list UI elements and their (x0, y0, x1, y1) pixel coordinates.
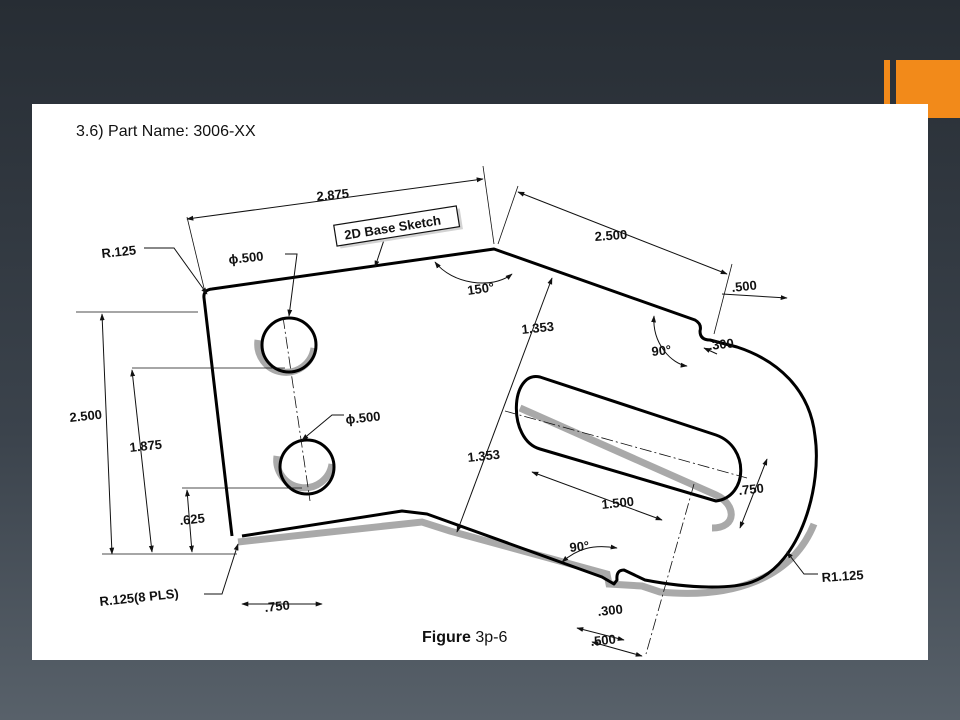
dim-top-length: 2.875 (316, 186, 350, 204)
dim-radius-top-left: R.125 (101, 242, 137, 261)
dim-line-slot-length (531, 471, 663, 521)
dim-hole-offset-x: .750 (264, 597, 291, 615)
dim-offset-upper: 1.353 (521, 319, 555, 337)
ext-line-slope-start (497, 185, 519, 245)
slot (514, 375, 743, 503)
accent-bar-thin (884, 60, 890, 118)
dim-bottom-hole-height: .625 (179, 510, 206, 528)
angle-arc-90-bottom (561, 544, 618, 563)
dim-line-top-length (186, 177, 484, 221)
figure-caption: Figure 3p-6 (422, 629, 507, 646)
figure-caption-number: 3p-6 (471, 629, 508, 646)
leader-hole-top (285, 253, 298, 317)
dim-angle-90-top: 90° (651, 342, 672, 359)
dim-line-bottom-hole-height (185, 489, 194, 553)
hole-bottom-shadow (273, 455, 336, 492)
dim-slot-length: 1.500 (601, 494, 635, 512)
technical-drawing: 3.6) Part Name: 3006-XX (69, 123, 864, 657)
slot-shadow (518, 404, 735, 532)
leader-hole-bottom (301, 414, 344, 441)
part-name-title: 3.6) Part Name: 3006-XX (76, 123, 256, 140)
dim-line-notch-width-bottom (591, 641, 643, 657)
dim-radius-large: R1.125 (821, 567, 864, 585)
dim-line-slot-width (739, 458, 768, 529)
angle-arc-90-top (651, 315, 688, 368)
dim-notch-width-bottom: .500 (590, 631, 617, 649)
leader-sketch-tag (374, 236, 386, 268)
arc-centerline (645, 483, 695, 655)
dim-angle-150: 150° (466, 279, 495, 298)
dim-line-notch-width-top (721, 293, 788, 301)
slide-canvas: 3.6) Part Name: 3006-XX (32, 104, 928, 660)
leader-radius-corners (204, 543, 239, 595)
dim-slot-width: .750 (738, 480, 765, 498)
dim-notch-depth-bottom: .300 (597, 601, 624, 619)
dim-line-notch-depth-top (703, 347, 718, 355)
dim-hole-top: ϕ.500 (228, 248, 264, 267)
dim-notch-width-top: .500 (731, 277, 758, 295)
dim-line-notch-depth-bottom (576, 627, 625, 641)
dim-notch-depth-top: .300 (708, 335, 735, 353)
dim-angle-90-bottom: 90° (569, 538, 590, 555)
dim-line-overall-height (99, 313, 115, 555)
angle-arc-150 (434, 261, 513, 284)
ext-line-slope-end (713, 263, 733, 335)
ext-line-top-right (482, 165, 495, 245)
ext-line-top-left (186, 216, 205, 289)
dim-line-slope-length (517, 191, 728, 275)
dim-hole-bottom: ϕ.500 (345, 408, 381, 427)
hole-top (260, 316, 318, 374)
dim-hole-spacing: 1.875 (129, 437, 163, 455)
part-outline (202, 247, 818, 589)
dim-overall-height: 2.500 (69, 407, 103, 425)
dim-radius-corners: R.125(8 PLS) (99, 586, 180, 609)
part-outline-shadow (237, 518, 818, 597)
leader-radius-top-left (144, 247, 208, 295)
dim-slope-length: 2.500 (594, 227, 628, 244)
dim-line-hole-spacing (130, 369, 154, 553)
dim-line-offset (456, 277, 553, 533)
sketch-tag: 2D Base Sketch (333, 205, 463, 249)
figure-caption-bold: Figure (422, 629, 471, 646)
leader-radius-large (786, 551, 818, 575)
hole-centerline (282, 316, 311, 502)
dim-offset-lower: 1.353 (467, 447, 501, 465)
